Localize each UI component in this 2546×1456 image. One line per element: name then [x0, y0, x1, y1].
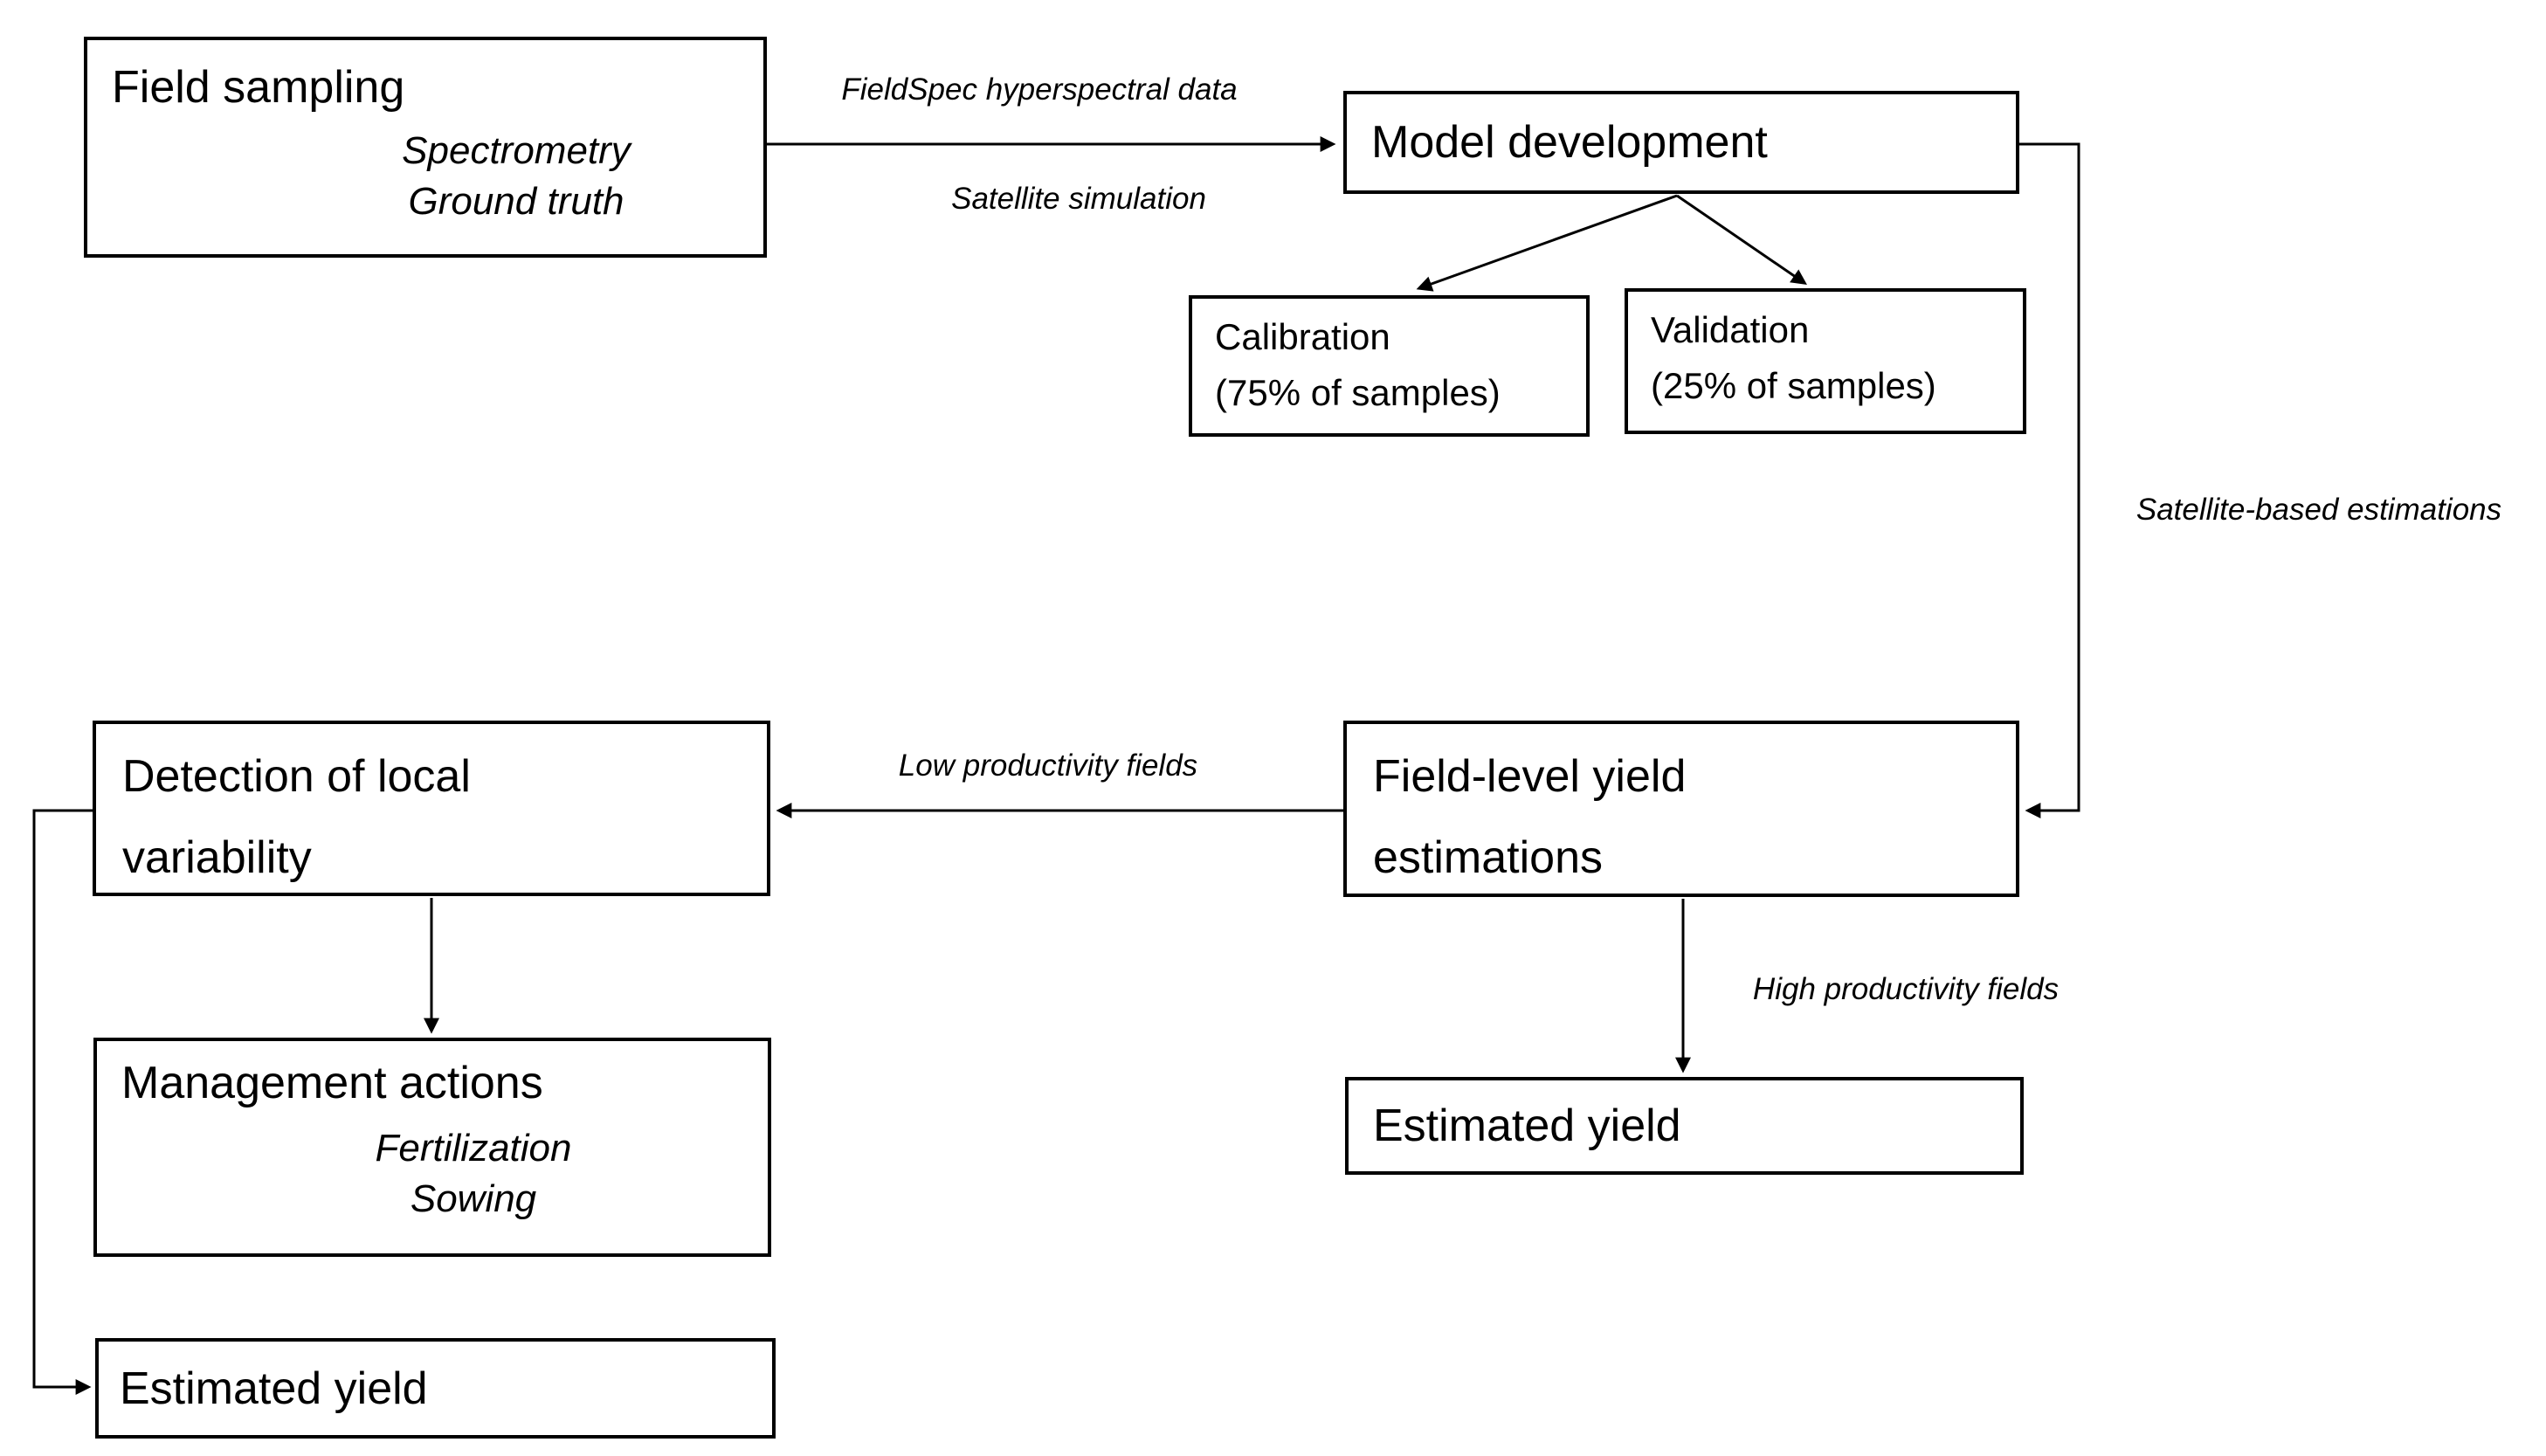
- edge-modeldev-to-calibration: [1416, 194, 1678, 292]
- box-field-sampling: Field sampling Spectrometry Ground truth: [84, 37, 767, 258]
- box-estimated-yield-right: Estimated yield: [1345, 1077, 2024, 1175]
- estimated-yield-left-title: Estimated yield: [120, 1363, 428, 1414]
- box-model-development: Model development: [1343, 91, 2019, 194]
- detection-line1: Detection of local: [122, 751, 471, 802]
- management-detail-fertilization: Fertilization: [375, 1127, 572, 1170]
- edge-label-fieldspec-hyperspectral-data: FieldSpec hyperspectral data: [841, 72, 1238, 107]
- box-detection-of-local-variability: Detection of local variability: [93, 721, 770, 896]
- edge-label-low-productivity-fields: Low productivity fields: [898, 749, 1198, 783]
- edge-modeldev-to-validation: [1676, 194, 1807, 286]
- box-estimated-yield-left: Estimated yield: [95, 1338, 776, 1439]
- edge-detection-to-estimatedyield: [32, 809, 93, 1395]
- edge-modeldev-to-fieldlevel: [2019, 142, 2080, 818]
- box-validation: Validation (25% of samples): [1625, 288, 2026, 434]
- edge-label-satellite-simulation: Satellite simulation: [951, 182, 1206, 216]
- model-development-title: Model development: [1371, 117, 1768, 168]
- edge-label-satellite-based-estimations: Satellite-based estimations: [2135, 493, 2502, 527]
- box-calibration: Calibration (75% of samples): [1189, 295, 1590, 437]
- calibration-line1: Calibration: [1215, 316, 1390, 357]
- management-detail-sowing: Sowing: [410, 1177, 537, 1220]
- management-actions-title: Management actions: [121, 1058, 543, 1108]
- field-sampling-details: Spectrometry Ground truth: [112, 126, 763, 227]
- calibration-line2: (75% of samples): [1215, 372, 1501, 413]
- field-sampling-detail-ground-truth: Ground truth: [408, 180, 624, 223]
- validation-line2: (25% of samples): [1651, 365, 1936, 406]
- management-actions-details: Fertilization Sowing: [121, 1123, 768, 1225]
- field-level-line1: Field-level yield: [1373, 751, 1687, 802]
- box-field-level-yield-estimations: Field-level yield estimations: [1343, 721, 2019, 897]
- box-management-actions: Management actions Fertilization Sowing: [93, 1038, 771, 1257]
- field-level-line2: estimations: [1373, 832, 1603, 883]
- field-sampling-title: Field sampling: [112, 62, 405, 113]
- estimated-yield-right-title: Estimated yield: [1373, 1101, 1681, 1151]
- detection-line2: variability: [122, 832, 312, 883]
- validation-line1: Validation: [1651, 309, 1810, 350]
- edge-label-high-productivity-fields: High productivity fields: [1752, 972, 2060, 1006]
- field-sampling-detail-spectrometry: Spectrometry: [402, 129, 631, 172]
